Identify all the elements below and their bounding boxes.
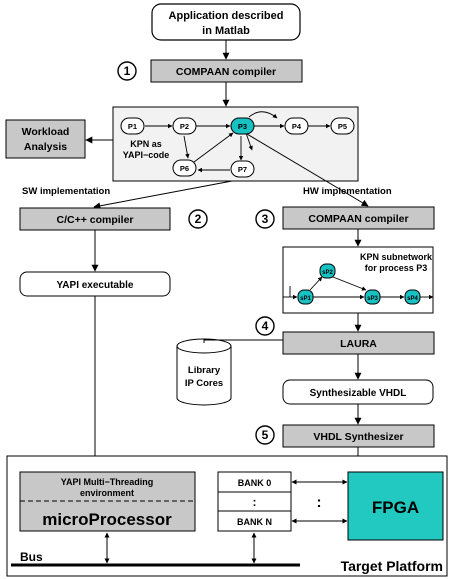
compaan-compiler-label-1: COMPAAN compiler <box>176 66 276 78</box>
subnetwork-label-line2: for process P3 <box>365 263 428 273</box>
subnetwork-node-sp3: sP3 <box>364 289 381 305</box>
sw-implementation-label: SW implementation <box>22 186 110 197</box>
application-title-line1: Application described <box>169 10 284 22</box>
kpn-node-p7: P7 <box>230 160 255 178</box>
hw-implementation-label: HW implementation <box>303 186 392 197</box>
target-platform-label: Target Platform <box>341 558 443 574</box>
svg-text:Synthesizable VHDL: Synthesizable VHDL <box>310 388 407 399</box>
yapi-env-line1: YAPI Multi−Threading <box>61 477 153 487</box>
svg-text:Workload: Workload <box>22 126 70 138</box>
step-4-marker: 4 <box>255 316 275 336</box>
svg-text:VHDL Synthesizer: VHDL Synthesizer <box>313 431 403 443</box>
subnetwork-node-sp1: sP1 <box>297 289 314 305</box>
subnetwork-edges <box>283 276 434 300</box>
svg-text:3: 3 <box>262 212 269 226</box>
svg-text:P4: P4 <box>292 122 302 131</box>
c-cpp-compiler-box: C/C++ compiler <box>19 207 171 231</box>
yapi-env-line2: environment <box>80 488 134 498</box>
application-box: Application described in Matlab <box>151 3 301 41</box>
fpga-label: FPGA <box>372 498 419 517</box>
bank-0-label: BANK 0 <box>238 478 272 488</box>
subnetwork-node-sp4: sP4 <box>404 289 421 305</box>
kpn-node-p3: P3 <box>230 117 255 135</box>
svg-text:5: 5 <box>262 428 269 442</box>
kpn-label-line1: KPN as <box>130 139 162 149</box>
svg-text:P7: P7 <box>238 165 247 174</box>
bank-ellipsis: : <box>253 495 257 509</box>
svg-text:sP3: sP3 <box>367 296 378 302</box>
microprocessor-box: YAPI Multi−Threading environment microPr… <box>19 471 196 532</box>
kpn-node-p4: P4 <box>284 117 309 135</box>
bank-fpga-links <box>291 479 348 524</box>
compaan-compiler-box-1: COMPAAN compiler <box>150 59 303 83</box>
svg-text:sP1: sP1 <box>300 296 311 302</box>
step-2-marker: 2 <box>188 209 208 229</box>
application-title-line2: in Matlab <box>202 25 250 37</box>
kpn-node-p6: P6 <box>172 159 197 177</box>
fpga-box: FPGA <box>347 471 444 541</box>
links-ellipsis: : <box>317 494 322 511</box>
yapi-executable-box: YAPI executable <box>19 271 171 297</box>
kpn-node-p2: P2 <box>172 117 197 135</box>
memory-banks: BANK 0 : BANK N <box>217 471 292 532</box>
svg-text:LAURA: LAURA <box>340 338 377 350</box>
svg-text:4: 4 <box>262 319 269 333</box>
subnetwork-label-line1: KPN subnetwork <box>360 252 433 262</box>
compaan-compiler-box-2: COMPAAN compiler <box>282 206 435 230</box>
microprocessor-label: microProcessor <box>42 510 172 529</box>
vhdl-synthesizer-box: VHDL Synthesizer <box>282 424 435 448</box>
svg-text:P3: P3 <box>238 122 247 131</box>
bank-n-label: BANK N <box>237 517 272 527</box>
svg-text:Analysis: Analysis <box>24 141 67 153</box>
svg-text:P5: P5 <box>338 122 347 131</box>
svg-text:1: 1 <box>124 64 131 78</box>
svg-text:YAPI executable: YAPI executable <box>57 280 134 291</box>
svg-text:C/C++ compiler: C/C++ compiler <box>56 214 133 226</box>
kpn-label-line2: YAPI−code <box>123 150 169 160</box>
subnetwork-node-sp2: sP2 <box>319 263 336 279</box>
kpn-node-p5: P5 <box>330 117 355 135</box>
laura-box: LAURA <box>282 331 435 355</box>
library-ip-cores-cylinder: Library IP Cores <box>176 338 232 406</box>
step-3-marker: 3 <box>255 209 275 229</box>
step-1-marker: 1 <box>117 61 137 81</box>
system-bus: Bus <box>11 550 300 567</box>
bus-label: Bus <box>20 550 43 564</box>
svg-text:2: 2 <box>195 212 202 226</box>
kpn-edges <box>145 111 331 173</box>
bus-connections <box>104 532 257 564</box>
workload-analysis-box: Workload Analysis <box>5 119 86 159</box>
svg-text:P6: P6 <box>180 164 189 173</box>
kpn-node-p1: P1 <box>120 117 145 135</box>
library-label-line1: Library <box>188 365 221 376</box>
svg-text:P2: P2 <box>180 122 189 131</box>
svg-text:sP4: sP4 <box>407 296 418 302</box>
svg-text:sP2: sP2 <box>322 270 333 276</box>
svg-text:P1: P1 <box>128 122 137 131</box>
synthesizable-vhdl-box: Synthesizable VHDL <box>282 379 434 405</box>
library-label-line2: IP Cores <box>185 378 223 389</box>
step-5-marker: 5 <box>255 425 275 445</box>
svg-text:COMPAAN compiler: COMPAAN compiler <box>308 213 408 225</box>
